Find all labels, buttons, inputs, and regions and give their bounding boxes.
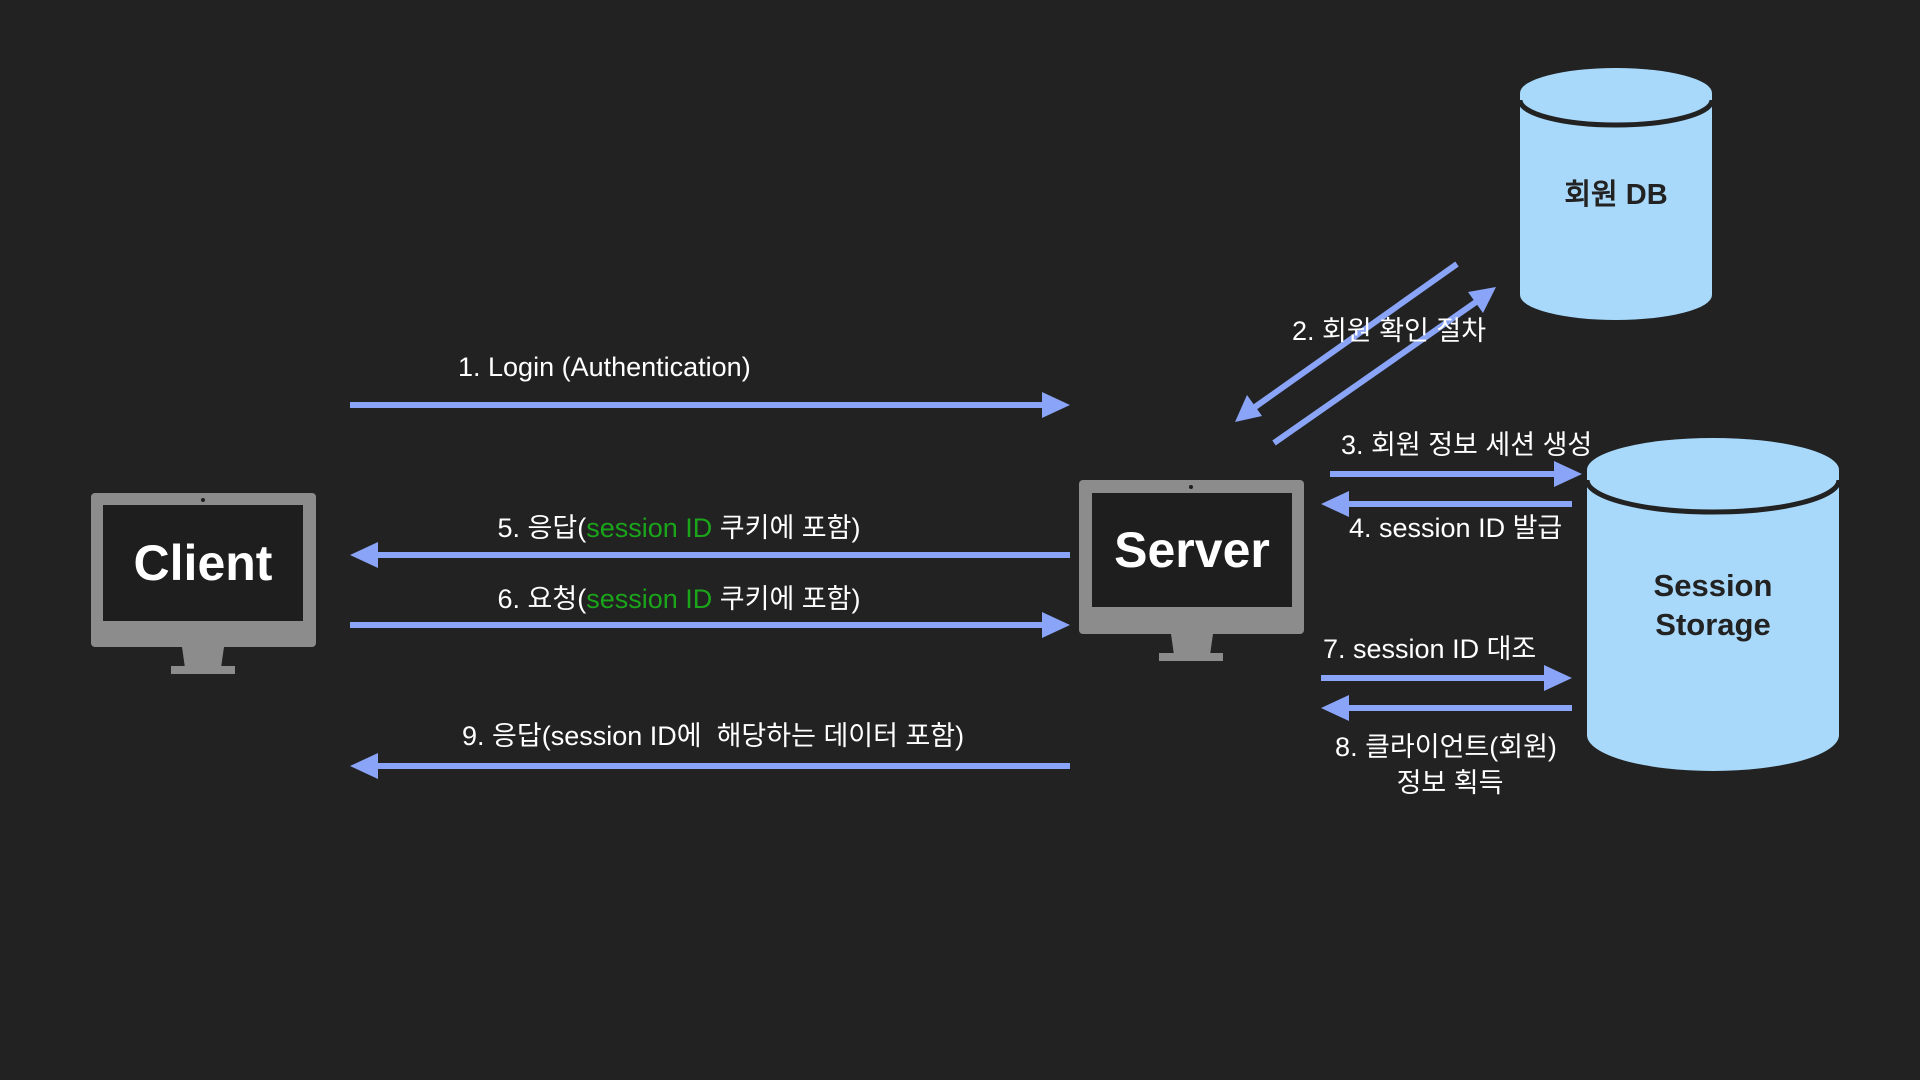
step-6-suffix: 쿠키에 포함) (712, 584, 860, 614)
session-storage-label-line1: Session (1654, 568, 1773, 603)
step-5-label: 5. 응답(session ID 쿠키에 포함) (460, 513, 883, 543)
step-1-label: 1. Login (Authentication) (458, 352, 751, 382)
step-6-prefix: 6. 요청( (498, 584, 587, 614)
server-monitor: Server (1079, 480, 1304, 661)
arrow-step-3 (1330, 461, 1582, 487)
step-4-label: 4. session ID 발급 (1349, 513, 1562, 543)
arrow-step-2-to-db (1272, 287, 1496, 446)
server-label: Server (1114, 522, 1270, 578)
arrow-step-9 (350, 753, 1070, 779)
session-storage: Session Storage (1584, 438, 1842, 771)
step-6-label: 6. 요청(session ID 쿠키에 포함) (460, 584, 883, 614)
step-9-label: 9. 응답(session ID에 해당하는 데이터 포함) (462, 721, 964, 751)
step-8-label-line2: 정보 획득 (1397, 768, 1504, 798)
session-storage-database-icon (1584, 438, 1842, 771)
member-db-label: 회원 DB (1564, 178, 1667, 211)
client-monitor-icon (91, 493, 316, 674)
arrow-step-4 (1321, 491, 1572, 517)
step-6-session-id-highlight: session ID (586, 584, 712, 614)
arrow-step-6 (350, 612, 1070, 638)
member-db-database-icon (1517, 68, 1715, 320)
step-5-suffix: 쿠키에 포함) (712, 513, 860, 543)
arrow-step-2-to-server (1235, 261, 1459, 422)
session-storage-label-line2: Storage (1655, 607, 1770, 642)
client-monitor: Client (91, 493, 316, 674)
step-8-label-line1: 8. 클라이언트(회원) (1335, 732, 1557, 762)
client-label: Client (134, 535, 273, 591)
arrow-step-8 (1321, 695, 1572, 721)
server-monitor-icon (1079, 480, 1304, 661)
arrow-step-5 (350, 542, 1070, 568)
step-2-label: 2. 회원 확인 절차 (1292, 316, 1486, 346)
arrow-step-7 (1321, 665, 1572, 691)
step-3-label: 3. 회원 정보 세션 생성 (1341, 430, 1592, 460)
step-5-prefix: 5. 응답( (498, 513, 587, 543)
step-7-label: 7. session ID 대조 (1323, 634, 1536, 664)
member-db: 회원 DB (1517, 68, 1715, 320)
step-5-session-id-highlight: session ID (586, 513, 712, 543)
arrow-step-1 (350, 392, 1070, 418)
